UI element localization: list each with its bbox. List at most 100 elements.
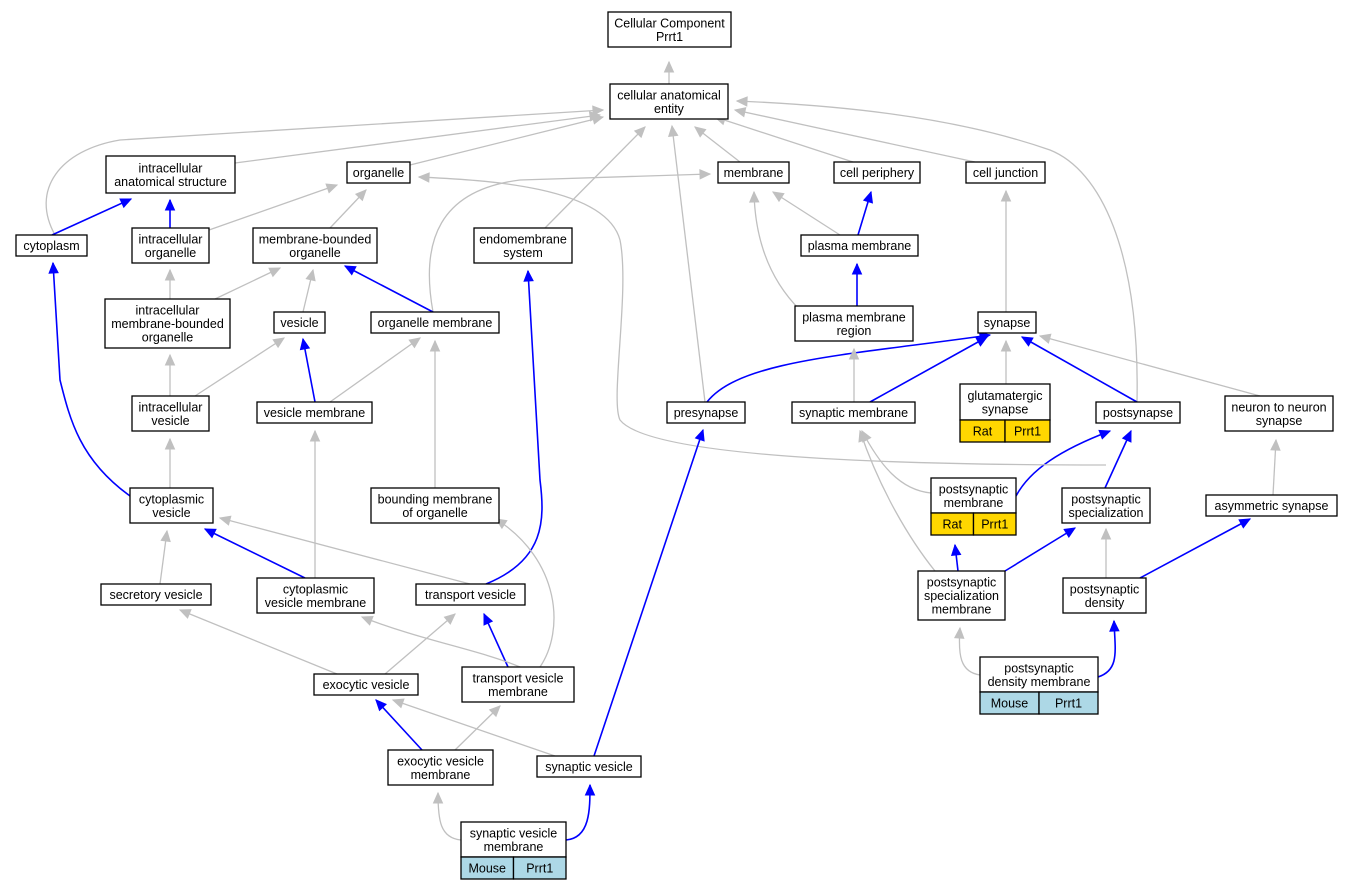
node-box: [105, 155, 236, 194]
annotation-gene-cell: [512, 856, 567, 880]
node-label-line: intracellular: [139, 400, 203, 414]
node-box: [387, 749, 494, 786]
edge-tvm-to-cvm: [360, 615, 521, 668]
edge-celljunction-to-cae: [733, 107, 976, 163]
node-postsynapse[interactable]: postsynapse: [1095, 401, 1181, 424]
node-exoves[interactable]: exocytic vesicle: [313, 673, 419, 696]
node-cytoplasm[interactable]: cytoplasm: [15, 234, 88, 257]
node-label-line: membrane: [944, 496, 1004, 510]
edge-synmem-to-synapse: [869, 336, 989, 403]
node-celljunction[interactable]: cell junction: [965, 161, 1046, 184]
node-box: [252, 227, 378, 264]
node-box: [1205, 494, 1338, 517]
annotation-gene-label: Prrt1: [1055, 697, 1082, 711]
node-transves[interactable]: transport vesicle: [415, 583, 526, 606]
edge-layer: [45, 60, 1281, 841]
node-synves[interactable]: synaptic vesicle: [536, 755, 642, 778]
edge-pmregion-to-plasmamem: [851, 262, 863, 306]
node-label-line: neuron to neuron: [1231, 400, 1326, 414]
edge-ias-to-cae: [234, 111, 602, 164]
node-label-line: postsynaptic: [939, 482, 1008, 496]
node-label-line: specialization: [924, 589, 999, 603]
node-vesmem[interactable]: vesicle membrane: [256, 401, 373, 424]
node-box: [609, 83, 729, 120]
edge-synves-to-presynapse: [593, 428, 705, 757]
edge-glusyn-to-synapse: [1000, 339, 1012, 384]
node-vesicle[interactable]: vesicle: [273, 311, 326, 334]
node-synapse[interactable]: synapse: [977, 311, 1037, 334]
node-label-line: synaptic membrane: [799, 406, 908, 420]
node-box: [794, 305, 914, 342]
node-label-line: region: [837, 324, 872, 338]
annotation-gene-label: Prrt1: [981, 518, 1008, 532]
edge-pmregion-to-membrane: [748, 190, 801, 311]
node-synmem[interactable]: synaptic membrane: [791, 401, 916, 424]
node-presynapse[interactable]: presynapse: [666, 401, 746, 424]
node-label-line: synapse: [984, 316, 1031, 330]
node-label-line: endomembrane: [479, 232, 567, 246]
edge-svm-to-synves: [565, 783, 596, 841]
node-box: [791, 401, 916, 424]
node-label-line: cytoplasm: [23, 239, 79, 253]
node-label-line: plasma membrane: [808, 239, 912, 253]
node-label-line: postsynaptic: [927, 576, 996, 590]
annotation-species-label: Mouse: [991, 697, 1029, 711]
node-label-line: of organelle: [402, 506, 467, 520]
edge-exoves-to-secves: [178, 609, 338, 675]
node-label-line: exocytic vesicle: [323, 678, 410, 692]
node-membrane[interactable]: membrane: [717, 161, 790, 184]
annotation-gene-label: Prrt1: [1014, 425, 1041, 439]
edge-presynapse-to-cae: [668, 124, 706, 403]
node-label-line: membrane: [932, 603, 992, 617]
edge-imbo-to-intraorg: [164, 268, 176, 299]
node-asymsyn[interactable]: asymmetric synapse: [1205, 494, 1338, 517]
node-box: [370, 487, 500, 524]
node-cellperiphery[interactable]: cell periphery: [833, 161, 921, 184]
node-label-line: vesicle membrane: [265, 596, 366, 610]
edge-intraves-to-vesicle: [194, 337, 286, 397]
edge-postsynapse-to-cae: [735, 96, 1138, 403]
node-label-line: density: [1085, 596, 1125, 610]
edge-pss-to-postsynapse: [1104, 429, 1132, 489]
node-label-line: presynapse: [674, 406, 739, 420]
node-label-line: plasma membrane: [802, 310, 906, 324]
edge-transves-to-endomem: [485, 269, 543, 585]
node-box: [346, 161, 411, 184]
node-organelle[interactable]: organelle: [346, 161, 411, 184]
node-box: [256, 401, 373, 424]
node-box: [473, 227, 573, 264]
node-label-line: intracellular: [139, 161, 203, 175]
node-label-line: bounding membrane: [378, 492, 493, 506]
node-secves[interactable]: secretory vesicle: [100, 583, 212, 606]
node-label-line: specialization: [1068, 506, 1143, 520]
node-plasmamem[interactable]: plasma membrane: [800, 234, 919, 257]
edge-cytoplasm-to-ias: [51, 198, 133, 236]
node-orgmem[interactable]: organelle membrane: [370, 311, 500, 334]
node-box: [607, 11, 732, 48]
node-label-line: postsynaptic: [1004, 661, 1073, 675]
node-box: [536, 755, 642, 778]
